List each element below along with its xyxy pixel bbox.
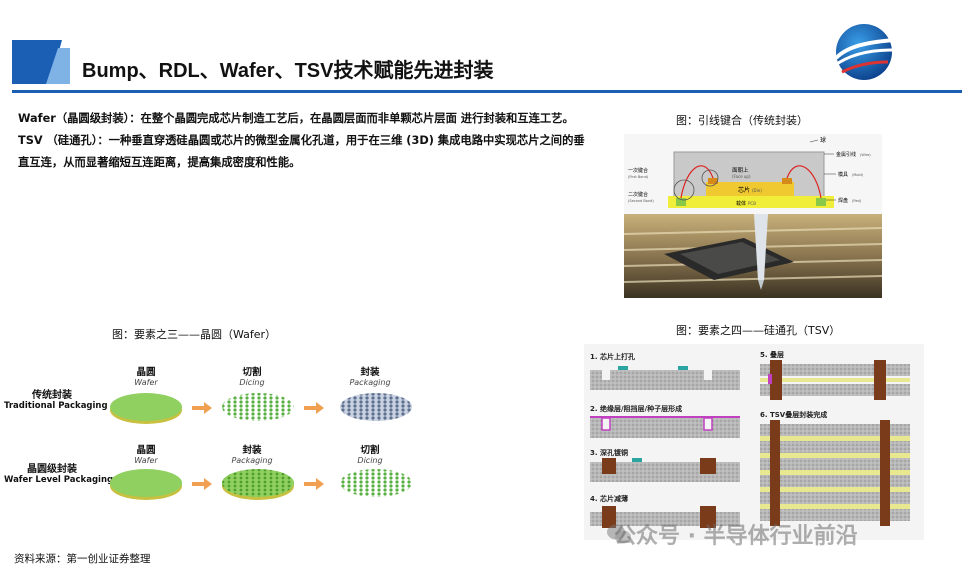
arrow-right-icon [192,402,212,414]
label-chip-sub: (Die) [752,188,762,193]
label-substrate-sub: PCB [748,201,756,206]
tsv-caption: 图：要素之四——硅通孔（TSV） [676,324,841,337]
wafer-caption: 图：要素之三——晶圆（Wafer） [112,328,277,341]
step-label-en: Packaging [349,378,391,387]
wafer-figure: 传统封装 Traditional Packaging 晶圆级封装 Wafer L… [4,352,444,512]
label-mold-sub: (Mold) [852,173,864,177]
arrow-right-icon [304,402,324,414]
watermark: 公众号 · 半导体行业前沿 [614,524,858,549]
wlp-step-1: 晶圆 Wafer [106,442,186,465]
diced-wafer-icon [222,393,294,421]
row-label-traditional-en: Traditional Packaging [4,401,108,411]
step-label-en: Dicing [357,456,383,465]
label-pad-sub: (Pad) [852,199,862,203]
tsv-step-5-label: 5. 叠层 [760,351,784,359]
source-note: 资料来源：第一创业证券整理 [14,553,151,565]
tsv-stack [760,420,910,526]
wechat-icon [607,524,631,544]
tsv-step-4-label: 4. 芯片减薄 [590,495,628,503]
title-accent-icon [12,40,70,84]
label-top-surface: 面朝上 [732,166,749,174]
company-logo-icon [833,24,895,80]
packaged-chips-icon [340,393,412,421]
wlp-step-3: 切割 Dicing [330,442,410,465]
label-second-bond: 二次键合 [628,191,648,198]
label-mold: 模具 [838,171,848,178]
step-label-en: Wafer [134,456,158,465]
slide-header: Bump、RDL、Wafer、TSV技术赋能先进封装 [0,0,965,95]
label-second-bond-sub: (Second Bond) [628,199,654,203]
traditional-step-1: 晶圆 Wafer [106,364,186,387]
step-label-zh: 晶圆 [136,445,156,456]
step-label-en: Dicing [239,378,265,387]
page-title: Bump、RDL、Wafer、TSV技术赋能先进封装 [82,60,494,82]
tsv-step-1-label: 1. 芯片上打孔 [590,353,635,361]
label-chip: 芯片 [738,186,750,194]
step-label-zh: 晶圆 [136,367,156,378]
tsv-process-diagram [590,360,910,528]
traditional-step-3: 封装 Packaging [330,364,410,387]
tsv-step-2-label: 2. 绝缘层/阻挡层/种子层形成 [590,405,683,413]
step-label-zh: 切割 [360,445,380,456]
row-label-traditional-zh: 传统封装 [32,390,72,401]
arrow-right-icon [304,478,324,490]
label-pad: 焊盘 [838,197,848,204]
arrow-right-icon [192,478,212,490]
tsv-step-6-label: 6. TSV叠层封装完成 [760,411,828,419]
tsv-step-3-label: 3. 深孔镀铜 [590,449,628,457]
label-wire-sub: (Wire) [860,153,871,157]
label-first-bond-sub: (First Bond) [628,175,649,179]
wirebond-diagram: 面朝上 (Face up) 芯片 (Die) 载体 PCB 球 金属引线 (Wi… [624,134,882,298]
label-ball: 球 [820,136,826,144]
row-label-wlp: 晶圆级封装 Wafer Level Packaging [4,460,114,485]
wafer-disc-icon [110,393,182,421]
step-label-en: Wafer [134,378,158,387]
traditional-step-2: 切割 Dicing [212,364,292,387]
diced-packages-icon [340,469,412,497]
step-label-en: Packaging [231,456,273,465]
packaged-wafer-icon [222,469,294,497]
wirebond-caption: 图：引线键合（传统封装） [676,114,808,127]
step-label-zh: 封装 [360,367,380,378]
label-wire: 金属引线 [836,151,856,158]
step-label-zh: 切割 [242,367,262,378]
label-substrate: 载体 [736,200,746,207]
wirebond-figure: 面朝上 (Face up) 芯片 (Die) 载体 PCB 球 金属引线 (Wi… [624,134,882,298]
row-label-traditional: 传统封装 Traditional Packaging [4,386,108,411]
label-top-surface-sub: (Face up) [732,174,751,179]
row-label-wlp-zh: 晶圆级封装 [27,464,77,475]
tsv-definition: TSV （硅通孔）：一种垂直穿透硅晶圆或芯片的微型金属化孔道，用于在三维 (3D… [18,134,585,169]
wafer-disc-icon [110,469,182,497]
wlp-step-2: 封装 Packaging [212,442,292,465]
row-label-wlp-en: Wafer Level Packaging [4,475,114,485]
tsv-figure: 1. 芯片上打孔 2. 绝缘层/阻挡层/种子层形成 3. 深孔镀铜 4. 芯片减… [584,344,924,540]
step-label-zh: 封装 [242,445,262,456]
wafer-definition: Wafer（晶圆级封装）：在整个晶圆完成芯片制造工艺后，在晶圆层面而非单颗芯片层… [18,112,574,125]
wafer-process-diagram [110,393,412,500]
label-first-bond: 一次键合 [628,167,648,174]
title-divider [12,90,962,93]
intro-text: Wafer（晶圆级封装）：在整个晶圆完成芯片制造工艺后，在晶圆层面而非单颗芯片层… [18,108,586,174]
